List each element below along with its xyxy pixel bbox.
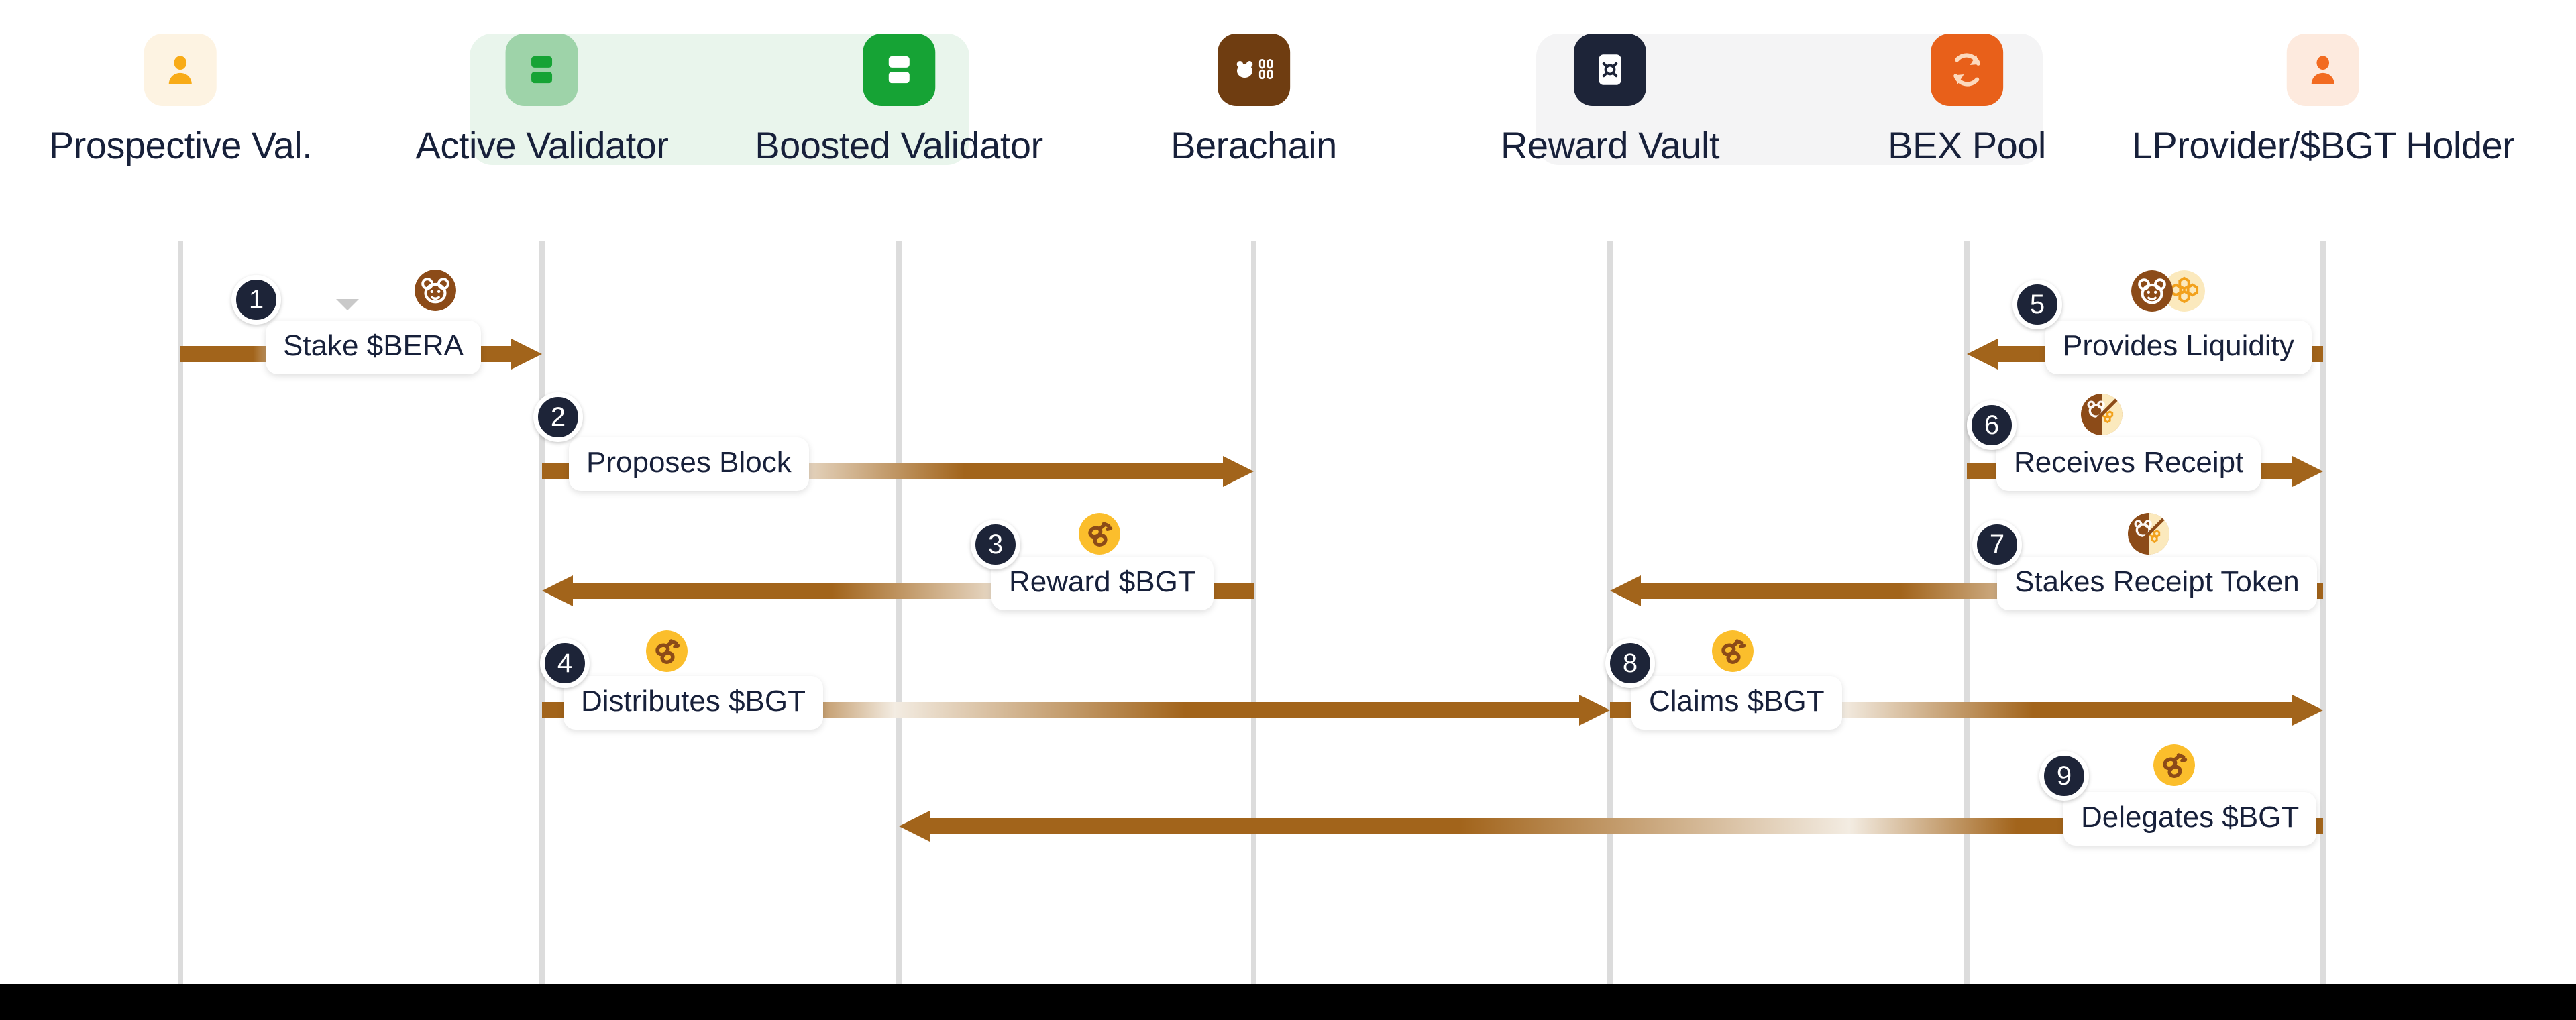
- bera-token-icon: [415, 270, 456, 311]
- person-icon: [168, 56, 193, 84]
- actor-label: Boosted Validator: [755, 124, 1043, 166]
- bgt-token-icon: [1712, 630, 1754, 672]
- step-badge-4: 4: [540, 638, 590, 688]
- bottom-band: [0, 984, 2576, 1020]
- bgt-token-icon: [1712, 630, 1754, 672]
- vault-icon: [1573, 34, 1646, 106]
- actor-label: Berachain: [1171, 124, 1337, 166]
- bgt-token-icon: [1079, 513, 1120, 555]
- message-label-5[interactable]: Provides Liquidity: [2045, 321, 2312, 374]
- actor-boosted[interactable]: Boosted Validator: [755, 34, 1043, 167]
- message-label-8[interactable]: Claims $BGT: [1631, 676, 1842, 730]
- step-badge-5: 5: [2012, 280, 2062, 329]
- person-icon: [2287, 34, 2359, 106]
- lifeline-bex: [1964, 241, 1970, 993]
- lifeline-active: [539, 241, 545, 993]
- swap-refresh-icon: [1930, 34, 2003, 106]
- actor-berachain[interactable]: Berachain: [1171, 34, 1337, 167]
- message-label-4[interactable]: Distributes $BGT: [564, 676, 823, 730]
- bgt-token-icon: [2153, 744, 2195, 786]
- bear-chain-icon: [1217, 34, 1290, 106]
- bgt-token-icon: [2153, 744, 2195, 786]
- bera-token-icon: [415, 270, 456, 311]
- bgt-token-icon: [646, 630, 688, 672]
- server-rack-icon: [862, 34, 935, 106]
- step-badge-2: 2: [533, 392, 583, 442]
- message-label-9[interactable]: Delegates $BGT: [2063, 792, 2317, 846]
- lifeline-boosted: [896, 241, 902, 993]
- bgt-token-icon: [1079, 513, 1120, 555]
- receipt-token-icon: [2128, 513, 2169, 555]
- step-badge-6: 6: [1967, 400, 2017, 450]
- step-badge-9: 9: [2039, 751, 2089, 801]
- person-icon: [2311, 56, 2335, 84]
- person-icon: [144, 34, 217, 106]
- message-label-1[interactable]: Stake $BERA: [266, 321, 482, 374]
- lifeline-vault: [1607, 241, 1613, 993]
- actor-label: LProvider/$BGT Holder: [2131, 124, 2515, 166]
- lifeline-lprovider: [2320, 241, 2326, 993]
- step-badge-8: 8: [1605, 638, 1655, 688]
- server-rack-icon: [505, 34, 578, 106]
- actor-label: Active Validator: [415, 124, 669, 166]
- actor-vault[interactable]: Reward Vault: [1500, 34, 1720, 167]
- step-badge-7: 7: [1972, 520, 2022, 569]
- bera-token-icon: [2131, 270, 2173, 312]
- actor-label: BEX Pool: [1888, 124, 2046, 166]
- receipt-token-icon: [2081, 394, 2123, 435]
- actor-lprovider[interactable]: LProvider/$BGT Holder: [2132, 34, 2515, 167]
- receipt-token-icon: [2128, 513, 2169, 555]
- bear-chain-icon: [1236, 59, 1273, 80]
- server-rack-icon: [531, 56, 553, 84]
- lifeline-prospective: [178, 241, 183, 993]
- vault-icon: [1599, 54, 1621, 85]
- message-label-2[interactable]: Proposes Block: [569, 437, 809, 491]
- actor-prospective[interactable]: Prospective Val.: [48, 34, 313, 167]
- message-label-7[interactable]: Stakes Receipt Token: [1997, 557, 2317, 610]
- bgt-token-icon: [646, 630, 688, 672]
- lifeline-berachain: [1251, 241, 1256, 993]
- bera-token-icon: [2131, 270, 2173, 312]
- server-rack-icon: [888, 56, 910, 84]
- actor-active[interactable]: Active Validator: [416, 34, 669, 167]
- receipt-token-icon: [2081, 394, 2123, 435]
- actor-label: Reward Vault: [1500, 124, 1720, 166]
- actor-bex[interactable]: BEX Pool: [1888, 34, 2046, 167]
- message-label-6[interactable]: Receives Receipt: [1996, 437, 2261, 491]
- message-label-3[interactable]: Reward $BGT: [991, 557, 1214, 610]
- step-badge-3: 3: [971, 520, 1020, 569]
- swap-refresh-icon: [1953, 53, 1980, 87]
- chevron-down-icon: [336, 299, 359, 310]
- step-badge-1: 1: [231, 275, 281, 325]
- actor-label: Prospective Val.: [48, 124, 313, 166]
